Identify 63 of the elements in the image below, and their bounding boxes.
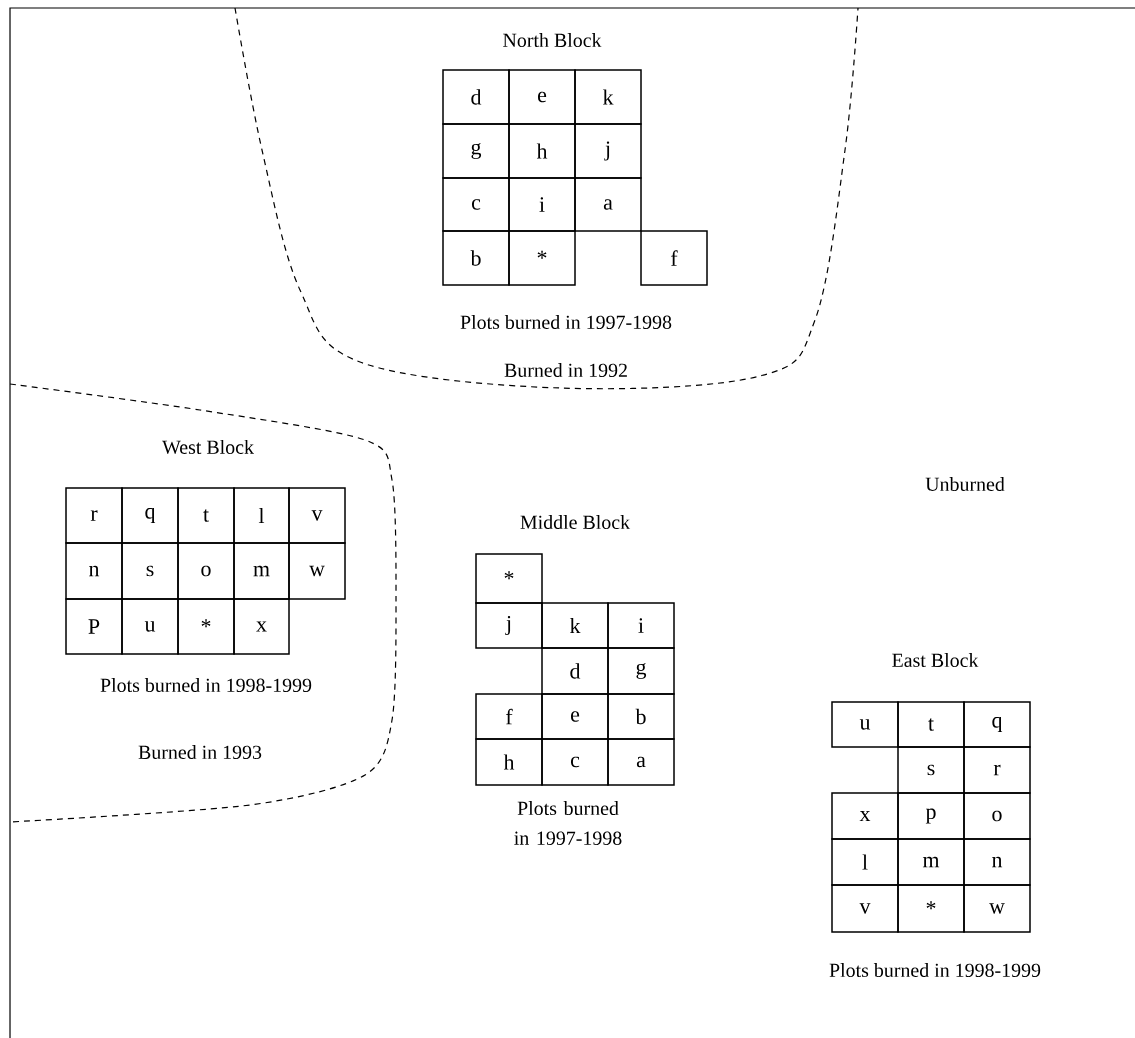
plot-cell: * [508, 230, 576, 286]
plot-cell: u [121, 598, 179, 655]
plot-cell: f [640, 230, 708, 286]
plot-cell: n [963, 838, 1031, 886]
block-title: North Block [503, 33, 602, 47]
plot-cell: a [574, 177, 642, 232]
plot-cell: k [574, 69, 642, 125]
plot-cell: m [897, 838, 965, 886]
plot-cell: e [541, 693, 609, 740]
plot-cell: a [607, 738, 675, 786]
plot-cell: i [508, 177, 576, 232]
plot-cell: g [442, 123, 510, 179]
plot-cell: x [233, 598, 290, 655]
block-title: West Block [162, 439, 254, 455]
plot-cell: d [541, 647, 609, 695]
plot-cell: c [442, 177, 510, 232]
plot-cell: * [475, 553, 543, 604]
plot-cell: o [177, 542, 235, 600]
plot-cell: g [607, 647, 675, 695]
plot-cell: q [121, 487, 179, 544]
plot-cell: l [831, 838, 899, 886]
plot-cell: j [574, 123, 642, 179]
block-title: East Block [892, 653, 979, 667]
plot-cell: x [831, 792, 899, 840]
plot-cell: u [831, 701, 899, 748]
plot-cell: v [288, 487, 346, 544]
plot-cell: h [475, 738, 543, 786]
plot-cell: e [508, 69, 576, 125]
plot-cell: c [541, 738, 609, 786]
plot-cell: w [963, 884, 1031, 933]
plot-cell: m [233, 542, 290, 600]
plot-caption: Plots burned in 1998-1999 [100, 678, 312, 692]
plot-cell: f [475, 693, 543, 740]
plot-cell: j [475, 602, 543, 649]
plot-caption: Plots burned in 1998-1999 [829, 963, 1041, 977]
plot-cell: o [963, 792, 1031, 840]
plot-cell: k [541, 602, 609, 649]
plot-cell: r [65, 487, 123, 544]
plot-cell: t [897, 701, 965, 748]
plot-cell: v [831, 884, 899, 933]
region-label: Burned in 1992 [504, 363, 627, 377]
plot-cell: n [65, 542, 123, 600]
plot-cell: * [897, 884, 965, 933]
plot-cell: s [121, 542, 179, 600]
plot-cell: s [897, 746, 965, 794]
plot-cell: q [963, 701, 1031, 748]
plot-cell: * [177, 598, 235, 655]
plot-cell: t [177, 487, 235, 544]
plot-cell: h [508, 123, 576, 179]
region-label: Unburned [925, 477, 1005, 491]
plot-cell: r [963, 746, 1031, 794]
block-title: Middle Block [520, 515, 631, 529]
plot-cell: w [288, 542, 346, 600]
plot-caption: Plots burned in 1997-1998 [460, 315, 672, 329]
plot-caption: Plots burned in 1997-1998 [514, 801, 622, 845]
plot-cell: b [607, 693, 675, 740]
plot-cell: p [897, 792, 965, 840]
region-label: Burned in 1993 [138, 745, 262, 759]
plot-cell: i [607, 602, 675, 649]
plot-cell: l [233, 487, 290, 544]
plot-cell: d [442, 69, 510, 125]
plot-cell: b [442, 230, 510, 286]
plot-cell: P [65, 598, 123, 655]
